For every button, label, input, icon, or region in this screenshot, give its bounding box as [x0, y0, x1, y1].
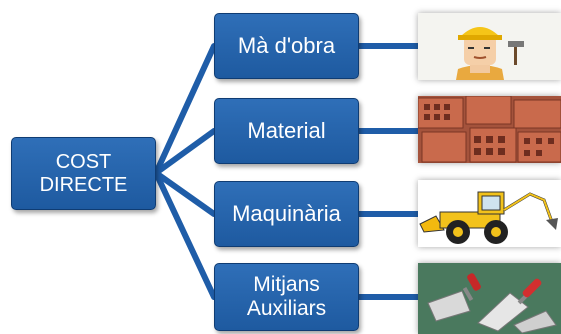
bricks-image [418, 96, 561, 163]
connector-root-to-material [153, 128, 217, 176]
connector-root-to-mitjans [153, 170, 217, 300]
root-label-line2: DIRECTE [39, 173, 128, 196]
connector-root-to-maquinaria [153, 170, 217, 217]
node-material: Material [214, 98, 359, 164]
connector-root-to-ma-dobra [153, 43, 217, 176]
node-maquinaria: Maquinària [214, 181, 359, 247]
root-label-line1: COST [55, 150, 112, 173]
node-mitjans-auxiliars: Mitjans Auxiliars [214, 263, 359, 331]
worker-icon [418, 13, 561, 80]
node-label: Maquinària [232, 201, 341, 227]
backhoe-loader-icon [418, 180, 561, 247]
node-label-line1: Mitjans [253, 272, 320, 296]
trowels-image [418, 263, 561, 334]
node-label: Mà d'obra [237, 33, 336, 59]
node-label: Material [247, 118, 326, 144]
node-label-line2: Auxiliars [246, 297, 327, 320]
node-ma-dobra: Mà d'obra [214, 13, 359, 79]
root-node-cost-directe: COST DIRECTE [11, 137, 156, 210]
